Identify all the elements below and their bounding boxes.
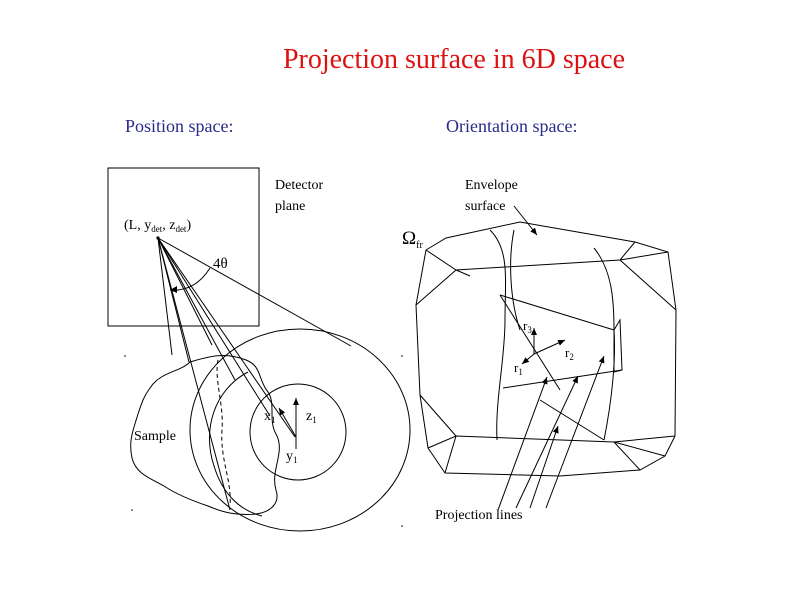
edge — [613, 435, 676, 443]
svg-text:y1: y1 — [286, 449, 298, 465]
svg-text:Ωfr: Ωfr — [402, 228, 423, 251]
svg-text:r2: r2 — [565, 345, 574, 362]
source-point-label: (L, ydet, zdet) — [124, 218, 191, 234]
r1-axis — [521, 353, 535, 365]
envelope-label-1: Envelope — [465, 178, 518, 193]
inner-circle — [249, 383, 347, 481]
orientation-space-diagram — [415, 205, 677, 511]
edge — [539, 399, 605, 441]
dot-mark — [124, 355, 126, 357]
envelope-curve — [489, 229, 507, 441]
x1-axis — [278, 407, 297, 438]
svg-text:r3: r3 — [523, 318, 532, 335]
axis-labels: x1 z1 y1 — [264, 409, 317, 465]
source-point — [156, 236, 160, 240]
edge — [619, 251, 669, 261]
edge — [444, 435, 457, 474]
sample-label: Sample — [134, 429, 176, 444]
position-space-diagram — [107, 167, 411, 532]
top-face-edge — [425, 241, 636, 271]
envelope-curve — [593, 247, 616, 441]
dot-mark — [401, 525, 403, 527]
orientation-space-heading: Orientation space: — [446, 116, 578, 136]
edge — [499, 294, 615, 331]
projection-lines — [497, 355, 605, 511]
dot-mark — [131, 509, 133, 511]
edge — [455, 269, 471, 277]
slide-title: Projection surface in 6D space — [282, 44, 626, 75]
detector-label-1: Detector — [275, 178, 324, 193]
angle-label: 4θ — [213, 256, 228, 272]
edge — [619, 259, 677, 311]
edge — [415, 269, 457, 306]
svg-text:(L, ydet, zdet): (L, ydet, zdet) — [124, 218, 191, 234]
svg-text:r1: r1 — [514, 360, 523, 377]
r-axis-labels: r3 r2 r1 — [514, 318, 574, 377]
envelope-curve — [510, 229, 521, 331]
projection-lines-label: Projection lines — [435, 508, 523, 523]
sample-outline — [130, 355, 280, 515]
position-space-heading: Position space: — [125, 116, 234, 136]
outer-circle — [189, 328, 411, 532]
edge — [499, 294, 561, 391]
envelope-pointer — [513, 205, 538, 236]
edge — [613, 441, 641, 471]
svg-text:z1: z1 — [306, 409, 317, 425]
angle-arrow — [170, 286, 177, 293]
svg-text:x1: x1 — [264, 409, 276, 425]
dot-mark — [401, 355, 403, 357]
sample-dashed-boundary — [216, 359, 231, 507]
edge — [502, 369, 623, 389]
detector-label-2: plane — [275, 199, 305, 214]
detector-plane — [107, 167, 260, 327]
bottom-face-edge — [427, 435, 666, 457]
projection-cone — [157, 237, 352, 511]
front-face — [613, 318, 623, 373]
sample-front-arc — [208, 371, 263, 517]
envelope-label-2: surface — [465, 199, 505, 214]
r2-axis — [533, 339, 566, 355]
edge — [419, 394, 457, 437]
omega-label: Ωfr — [402, 228, 423, 251]
